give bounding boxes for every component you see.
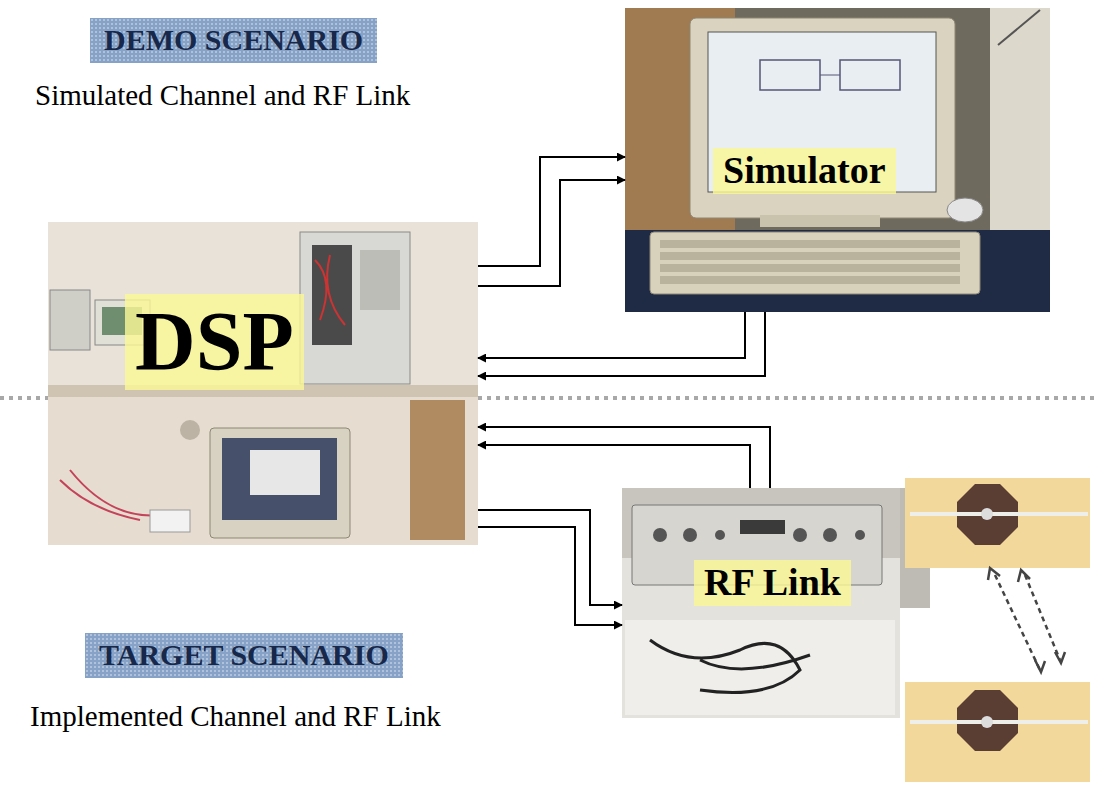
rf-link-box: RF Link xyxy=(622,488,900,718)
scenario-banner: TARGET SCENARIO Implemented Channel and R… xyxy=(25,630,605,745)
signal-arrow xyxy=(478,510,622,605)
box-label: RF Link xyxy=(694,560,851,606)
scenario-subtitle: Implemented Channel and RF Link xyxy=(30,700,441,733)
dsp-box: DSP xyxy=(48,222,478,545)
box-label: DSP xyxy=(125,294,304,390)
signal-arrow xyxy=(478,527,622,625)
signal-arrow xyxy=(478,180,625,286)
signal-arrow xyxy=(478,445,750,488)
scenario-subtitle: Simulated Channel and RF Link xyxy=(35,79,410,112)
simulator-photo xyxy=(625,8,1050,312)
signal-arrow xyxy=(478,312,765,376)
simulator-box: Simulator xyxy=(625,8,1050,312)
radio-link-arrows xyxy=(988,568,1065,672)
scenario-heading: TARGET SCENARIO xyxy=(85,633,403,678)
scenario-banner: DEMO SCENARIO Simulated Channel and RF Li… xyxy=(30,15,590,130)
signal-arrow xyxy=(478,312,745,358)
scenario-heading: DEMO SCENARIO xyxy=(90,18,377,63)
dsp-photo xyxy=(48,222,478,545)
signal-arrow xyxy=(478,157,625,266)
signal-arrow xyxy=(478,427,770,488)
box-label: Simulator xyxy=(713,148,896,194)
scenario-divider xyxy=(0,396,1094,400)
rf-link-photo xyxy=(622,488,930,718)
antenna-photos xyxy=(905,478,1090,782)
